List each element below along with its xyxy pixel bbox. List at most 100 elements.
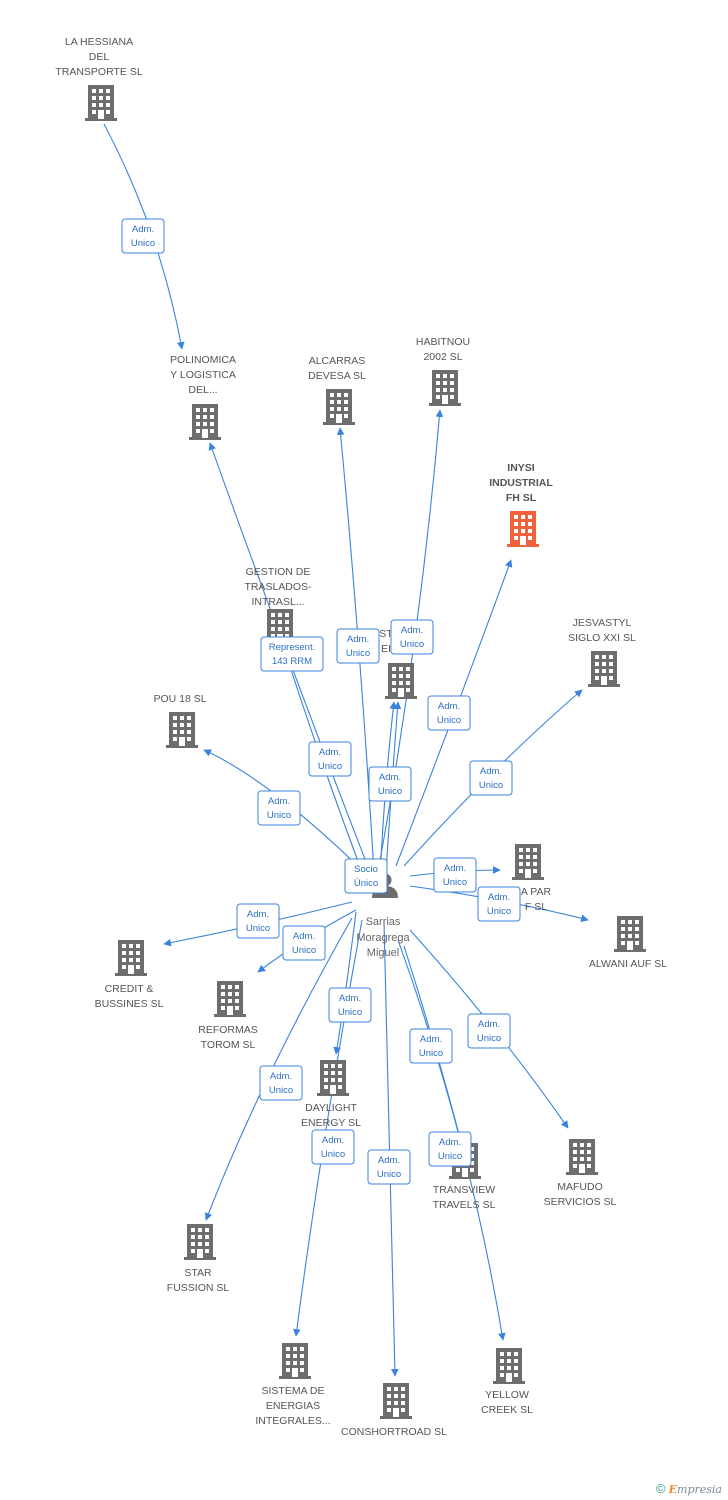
empresia-logo[interactable]: Empresia: [668, 1483, 722, 1496]
relation-tag[interactable]: Adm.Unico: [433, 857, 477, 893]
company-name-line: TOROM SL: [201, 1039, 256, 1051]
relation-tag[interactable]: Adm. Unico: [409, 1028, 453, 1064]
relation-label-line: Unico: [377, 1169, 401, 1180]
company-node-pou18[interactable]: POU 18 SL: [153, 693, 207, 748]
relation-tag[interactable]: Adm.Unico: [368, 766, 412, 802]
relation-label-line: Unico: [378, 786, 402, 797]
relation-tag[interactable]: Adm.Unico: [236, 903, 280, 939]
company-name-line: F SL: [525, 901, 547, 913]
relation-tag[interactable]: Adm. Unico: [259, 1065, 303, 1101]
company-node-sistema[interactable]: SISTEMA DEENERGIASINTEGRALES...: [255, 1343, 331, 1427]
person-name-line: Moragrega: [356, 932, 410, 944]
relation-tag[interactable]: Adm.Unico: [282, 925, 326, 961]
footer: © Empresia: [656, 1481, 722, 1496]
relation-label-line: 143 RRM: [272, 656, 312, 667]
company-name-line: ENERGY SL: [301, 1117, 361, 1129]
company-name-line: POLINOMICA: [170, 354, 236, 366]
relation-label-line: Adm.: [420, 1034, 442, 1045]
building-icon: [385, 663, 417, 699]
company-name-line: GESTION DE: [246, 566, 311, 578]
company-name-line: ST: [379, 628, 393, 640]
relation-tag[interactable]: Represent. 143 RRM: [260, 636, 324, 672]
building-icon: [317, 1060, 349, 1096]
company-name-line: EI: [381, 643, 391, 655]
company-node-conshortroad[interactable]: CONSHORTROAD SL: [341, 1383, 447, 1438]
building-icon: [184, 1224, 216, 1260]
company-name-line: DEVESA SL: [308, 370, 366, 382]
relation-label-line: Adm.: [270, 1071, 292, 1082]
relation-tag[interactable]: Adm.Unico: [469, 760, 513, 796]
building-icon: [614, 916, 646, 952]
building-icon: [115, 940, 147, 976]
relation-label-line: Único: [354, 878, 378, 889]
relation-label-line: Adm.: [347, 634, 369, 645]
building-icon: [566, 1139, 598, 1175]
company-name-line: DEL...: [188, 384, 217, 396]
company-name-line: CREDIT &: [105, 983, 154, 995]
relation-label-line: Adm.: [480, 766, 502, 777]
company-name-line: LA HESSIANA: [65, 36, 133, 48]
relation-tag[interactable]: Adm.Unico: [427, 695, 471, 731]
relation-label-line: Unico: [400, 639, 424, 650]
relation-label-line: Adm.: [319, 747, 341, 758]
relation-label-line: Unico: [246, 923, 270, 934]
relation-tag[interactable]: Adm.Unico: [390, 619, 434, 655]
relation-tag[interactable]: Adm.Unico: [257, 790, 301, 826]
company-name-line: ENERGIAS: [266, 1400, 320, 1412]
company-node-credit[interactable]: CREDIT & BUSSINES SL: [95, 940, 164, 1010]
relation-tag[interactable]: Adm.Unico: [308, 741, 352, 777]
company-node-gestion[interactable]: GESTION DETRASLADOS-INTRASL...: [244, 566, 312, 645]
company-name-line: ALCARRAS: [309, 355, 366, 367]
relation-tag[interactable]: Adm. Unico: [367, 1149, 411, 1185]
building-icon: [323, 389, 355, 425]
relation-tag[interactable]: Adm.Unico: [477, 886, 521, 922]
company-name-line: SIGLO XXI SL: [568, 632, 636, 644]
company-name-line: BUSSINES SL: [95, 998, 164, 1010]
building-icon: [189, 404, 221, 440]
company-name-line: TRANSPORTE SL: [55, 66, 142, 78]
relation-label-line: Adm.: [132, 224, 154, 235]
relation-tag[interactable]: Adm.Unico: [121, 218, 165, 254]
relation-tag[interactable]: Adm.Unico: [336, 628, 380, 664]
relation-label-line: Adm.: [339, 993, 361, 1004]
relation-label-line: Adm.: [488, 892, 510, 903]
building-icon: [588, 651, 620, 687]
company-name-line: TRAVELS SL: [433, 1199, 496, 1211]
relation-tag[interactable]: Adm.Unico: [328, 987, 372, 1023]
company-node-alcarras[interactable]: ALCARRAS DEVESA SL: [308, 355, 366, 425]
relation-label-line: Unico: [438, 1151, 462, 1162]
company-name-line: SERVICIOS SL: [544, 1196, 617, 1208]
copyright-symbol: ©: [655, 1481, 666, 1496]
company-name-line: POU 18 SL: [153, 693, 206, 705]
relation-tag[interactable]: Adm.Unico: [428, 1131, 472, 1167]
relation-label-line: Unico: [443, 877, 467, 888]
person-name-line: Miguel: [367, 947, 399, 959]
relation-label-line: Socio: [354, 864, 378, 875]
relation-tag[interactable]: Adm.Unico: [467, 1013, 511, 1049]
company-node-center[interactable]: ST EI: [379, 628, 417, 699]
company-node-alwani[interactable]: ALWANI AUF SL: [589, 916, 667, 970]
relation-label-line: Unico: [477, 1033, 501, 1044]
company-node-mafudo[interactable]: MAFUDO SERVICIOS SL: [544, 1139, 617, 1208]
relation-label-line: Represent.: [269, 642, 315, 653]
relation-label-line: Adm.: [268, 796, 290, 807]
relation-label-line: Unico: [269, 1085, 293, 1096]
relation-label-line: Adm.: [378, 1155, 400, 1166]
building-icon: [380, 1383, 412, 1419]
relation-label-line: Unico: [419, 1048, 443, 1059]
relation-tag[interactable]: Adm.Unico: [311, 1129, 355, 1165]
company-name-line: MAFUDO: [557, 1181, 603, 1193]
